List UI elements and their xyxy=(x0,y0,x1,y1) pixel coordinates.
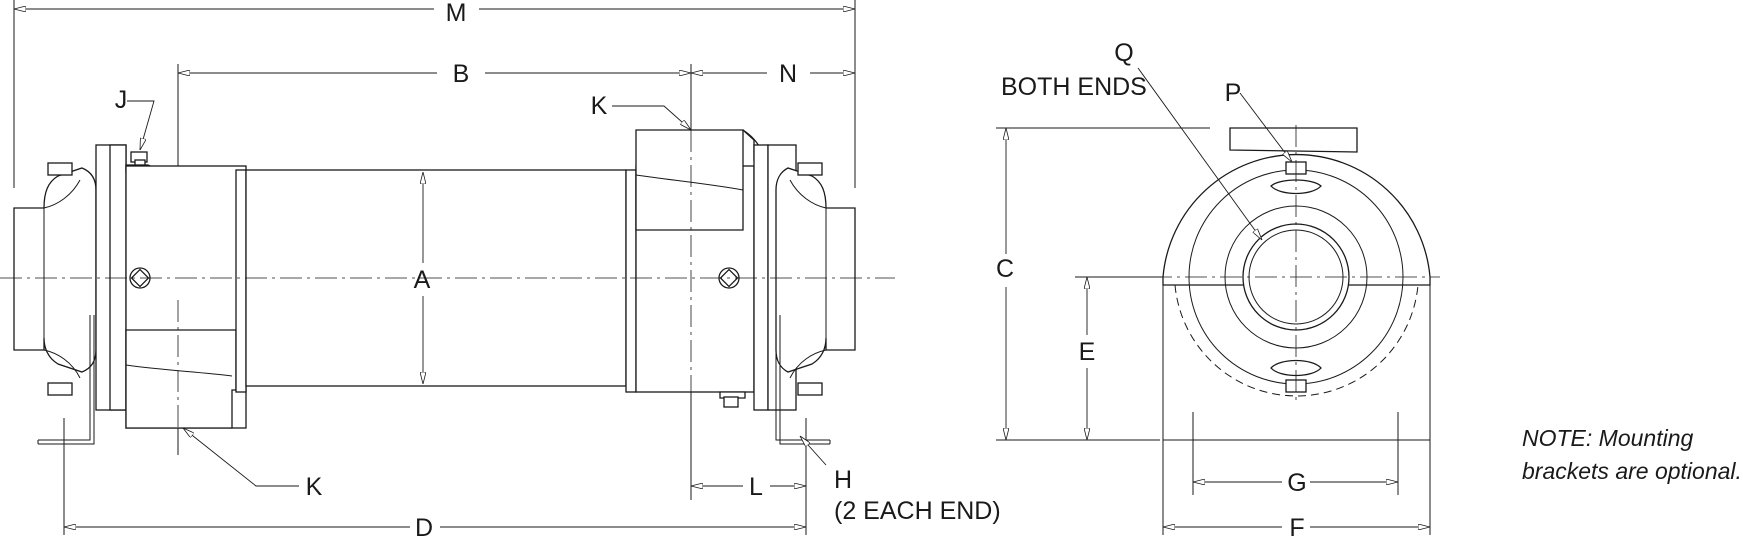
left-head xyxy=(125,165,247,429)
side-dimensions xyxy=(14,9,855,527)
label-c: C xyxy=(996,255,1014,283)
end-centerlines xyxy=(1080,125,1440,400)
right-bonnet xyxy=(775,162,856,396)
label-q: Q xyxy=(1114,39,1133,67)
label-a: A xyxy=(414,266,431,294)
side-leaders xyxy=(127,100,827,487)
dimension-labels: M B N J K A K D L H (2 EACH END) Q BOTH … xyxy=(115,0,1307,536)
label-q-note: BOTH ENDS xyxy=(1001,73,1147,101)
end-view xyxy=(996,67,1440,535)
label-b: B xyxy=(453,60,470,88)
label-m: M xyxy=(446,0,467,27)
right-head xyxy=(625,129,761,393)
note-line-2: brackets are optional. xyxy=(1522,458,1742,484)
label-l: L xyxy=(749,473,763,501)
bracket-note: NOTE: Mounting brackets are optional. xyxy=(1522,425,1742,484)
end-leaders xyxy=(1137,67,1292,240)
label-k-bottom: K xyxy=(306,473,323,501)
label-f: F xyxy=(1289,514,1304,536)
mounting-brackets xyxy=(37,315,831,445)
end-body xyxy=(1162,127,1431,441)
label-e: E xyxy=(1079,338,1096,366)
label-h: H xyxy=(834,466,852,494)
side-centerlines xyxy=(0,130,895,500)
note-line-1: NOTE: Mounting xyxy=(1522,425,1693,451)
end-dimensions xyxy=(1006,128,1430,527)
label-g: G xyxy=(1287,469,1306,497)
label-j: J xyxy=(115,86,128,114)
label-k-top: K xyxy=(591,92,608,120)
left-tubesheet xyxy=(95,144,156,411)
side-view xyxy=(0,0,895,535)
label-n: N xyxy=(779,60,797,88)
label-d: D xyxy=(415,514,433,536)
label-h-note: (2 EACH END) xyxy=(834,497,1001,525)
left-bonnet xyxy=(13,162,97,396)
label-p: P xyxy=(1225,79,1242,107)
